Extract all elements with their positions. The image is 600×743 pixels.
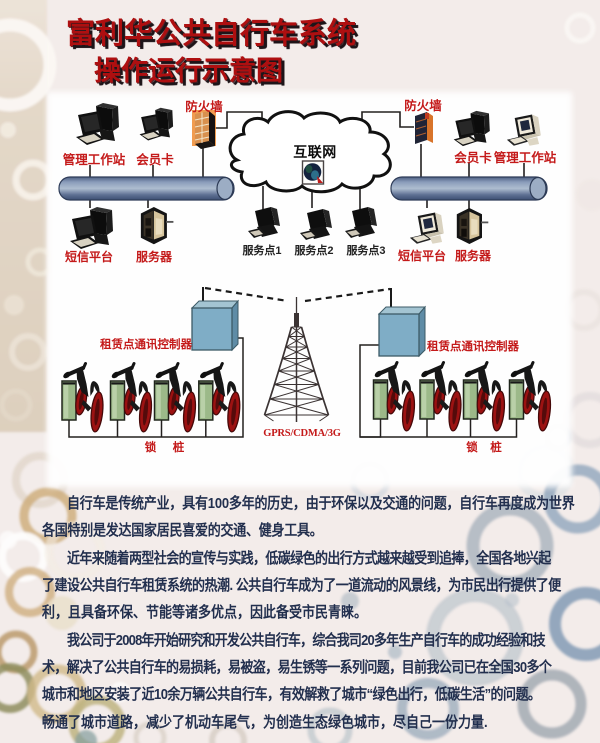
svg-text:管理工作站: 管理工作站: [494, 150, 557, 165]
svg-text:管理工作站: 管理工作站: [63, 152, 126, 167]
svg-text:服务器: 服务器: [136, 249, 173, 264]
svg-text:防火墙: 防火墙: [404, 98, 442, 113]
svg-text:服务点2: 服务点2: [294, 243, 333, 257]
svg-text:锁: 锁: [145, 440, 157, 454]
svg-text:服务器: 服务器: [455, 248, 492, 263]
svg-text:服务点3: 服务点3: [346, 243, 385, 257]
svg-text:桩: 桩: [173, 440, 185, 454]
svg-text:防火墙: 防火墙: [185, 99, 223, 114]
svg-text:桩: 桩: [490, 440, 502, 454]
svg-text:租赁点通讯控制器: 租赁点通讯控制器: [100, 337, 192, 351]
svg-text:服务点1: 服务点1: [242, 243, 281, 257]
svg-text:互联网: 互联网: [293, 144, 337, 160]
svg-text:会员卡: 会员卡: [454, 150, 492, 165]
svg-text:短信平台: 短信平台: [398, 248, 446, 263]
svg-text:租赁点通讯控制器: 租赁点通讯控制器: [427, 339, 519, 353]
svg-text:GPRS/CDMA/3G: GPRS/CDMA/3G: [263, 428, 341, 439]
svg-text:短信平台: 短信平台: [65, 249, 113, 264]
svg-text:会员卡: 会员卡: [136, 152, 174, 167]
svg-text:锁: 锁: [466, 440, 478, 454]
